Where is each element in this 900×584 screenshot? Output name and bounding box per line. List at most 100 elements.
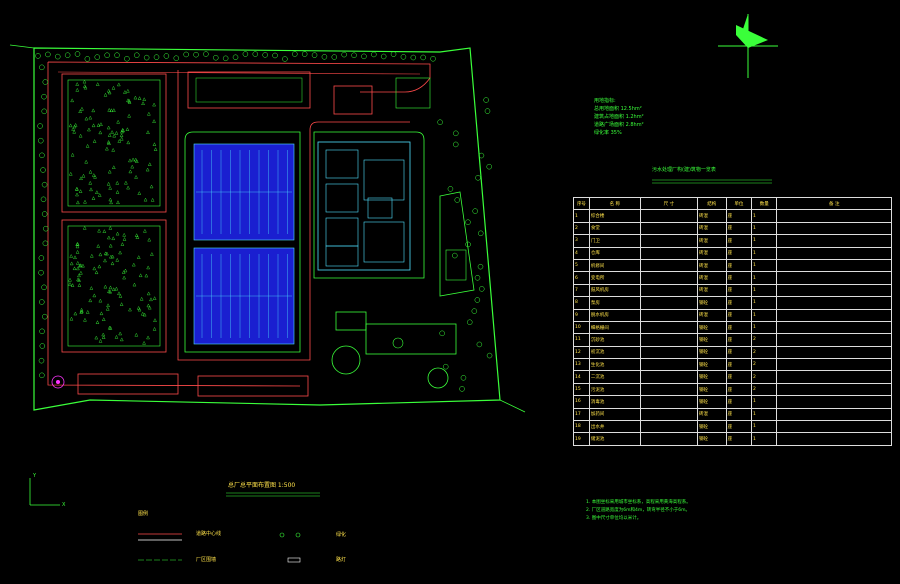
table-cell <box>639 271 699 285</box>
table-cell: 7 <box>573 283 590 298</box>
table-cell: 座 <box>725 345 753 360</box>
table-cell: 1 <box>751 395 778 409</box>
table-cell: 2 <box>573 221 590 236</box>
table-cell: 3 <box>573 234 590 248</box>
table-cell <box>776 209 892 223</box>
table-cell: 座 <box>725 370 753 384</box>
table-cell: 9 <box>573 308 590 322</box>
table-cell: 座 <box>725 432 753 446</box>
table-cell: 仓库 <box>588 246 641 260</box>
top-building-1 <box>187 71 311 109</box>
table-cell <box>639 234 699 248</box>
table-cell: 储泥池 <box>588 432 641 446</box>
table-cell <box>776 296 892 310</box>
table-cell: 钢砼 <box>697 320 727 335</box>
table-cell <box>639 258 699 273</box>
table-header-cell: 单位 <box>725 196 753 211</box>
green-area-left <box>61 73 167 353</box>
table-cell: 座 <box>725 296 753 310</box>
office-building <box>335 311 367 331</box>
table-header-cell: 备 注 <box>776 196 892 211</box>
table-cell: 19 <box>573 432 590 446</box>
table-cell: 10 <box>573 320 590 335</box>
table-header-cell: 序号 <box>573 196 590 211</box>
table-cell: 1 <box>751 407 778 422</box>
table-cell <box>639 246 699 260</box>
table-cell <box>639 333 699 347</box>
table-cell <box>639 358 699 372</box>
table-cell: 食堂 <box>588 221 641 236</box>
axis-y-label: Y <box>33 473 37 479</box>
table-cell: 13 <box>573 358 590 372</box>
table-cell <box>776 308 892 322</box>
notes-line: 总用地面积 12.5hm² <box>594 106 642 112</box>
table-cell: 鼓风机房 <box>588 283 641 298</box>
table-cell: 座 <box>725 382 753 397</box>
table-header-cell: 数量 <box>751 196 778 211</box>
legend-item-label: 路灯 <box>336 557 347 563</box>
table-cell: 加药间 <box>588 407 641 422</box>
table-cell <box>639 221 699 236</box>
table-cell: 座 <box>725 283 753 298</box>
notes-line: 3. 图中尺寸单位均以米计。 <box>586 516 642 521</box>
biological-tanks <box>193 143 295 345</box>
table-cell: 座 <box>725 221 753 236</box>
coordinate-axis-icon <box>29 478 60 506</box>
table-cell <box>639 382 699 397</box>
table-cell <box>639 296 699 310</box>
table-title: 污水处理厂构(建)筑物一览表 <box>652 167 716 173</box>
table-cell: 座 <box>725 395 753 409</box>
table-cell: 1 <box>751 209 778 223</box>
table-cell: 15 <box>573 382 590 397</box>
table-cell: 钢砼 <box>697 432 727 446</box>
table-cell <box>776 370 892 384</box>
plan-title: 总厂总平面布置图 1:500 <box>228 482 296 489</box>
table-cell: 机修间 <box>588 258 641 273</box>
table-cell: 砖混 <box>697 258 727 273</box>
table-cell <box>776 345 892 360</box>
table-cell: 座 <box>725 358 753 372</box>
table-cell <box>639 432 699 446</box>
table-cell <box>776 283 892 298</box>
table-cell: 砖混 <box>697 221 727 236</box>
table-cell: 钢砼 <box>697 333 727 347</box>
table-cell: 泵房 <box>588 296 641 310</box>
table-cell <box>776 234 892 248</box>
table-cell: 消毒池 <box>588 395 641 409</box>
table-cell: 座 <box>725 234 753 248</box>
table-cell <box>776 333 892 347</box>
table-cell: 2 <box>751 345 778 360</box>
table-cell: 1 <box>751 432 778 446</box>
table-cell <box>639 395 699 409</box>
table-cell: 细格栅间 <box>588 320 641 335</box>
table-cell: 1 <box>751 221 778 236</box>
table-cell: 1 <box>751 246 778 260</box>
table-cell: 钢砼 <box>697 420 727 434</box>
table-cell: 1 <box>573 209 590 223</box>
notes-line: 1. 本图坐标采用城市坐标系，高程采用黄海高程系。 <box>586 500 691 505</box>
table-cell: 砖混 <box>697 234 727 248</box>
table-cell <box>639 420 699 434</box>
notes-line: 2. 厂区道路宽度为6m和4m，转弯半径不小于6m。 <box>586 508 690 513</box>
table-cell: 综合楼 <box>588 209 641 223</box>
table-cell: 2 <box>751 370 778 384</box>
table-cell: 1 <box>751 258 778 273</box>
design-notes: 1. 本图坐标采用城市坐标系，高程采用黄海高程系。 2. 厂区道路宽度为6m和4… <box>586 499 691 523</box>
table-cell: 生化池 <box>588 358 641 372</box>
legend-heading: 图例 <box>138 511 149 517</box>
table-cell: 14 <box>573 370 590 384</box>
table-cell <box>639 209 699 223</box>
table-cell <box>776 432 892 446</box>
notes-line: 绿化率 35% <box>594 130 622 136</box>
